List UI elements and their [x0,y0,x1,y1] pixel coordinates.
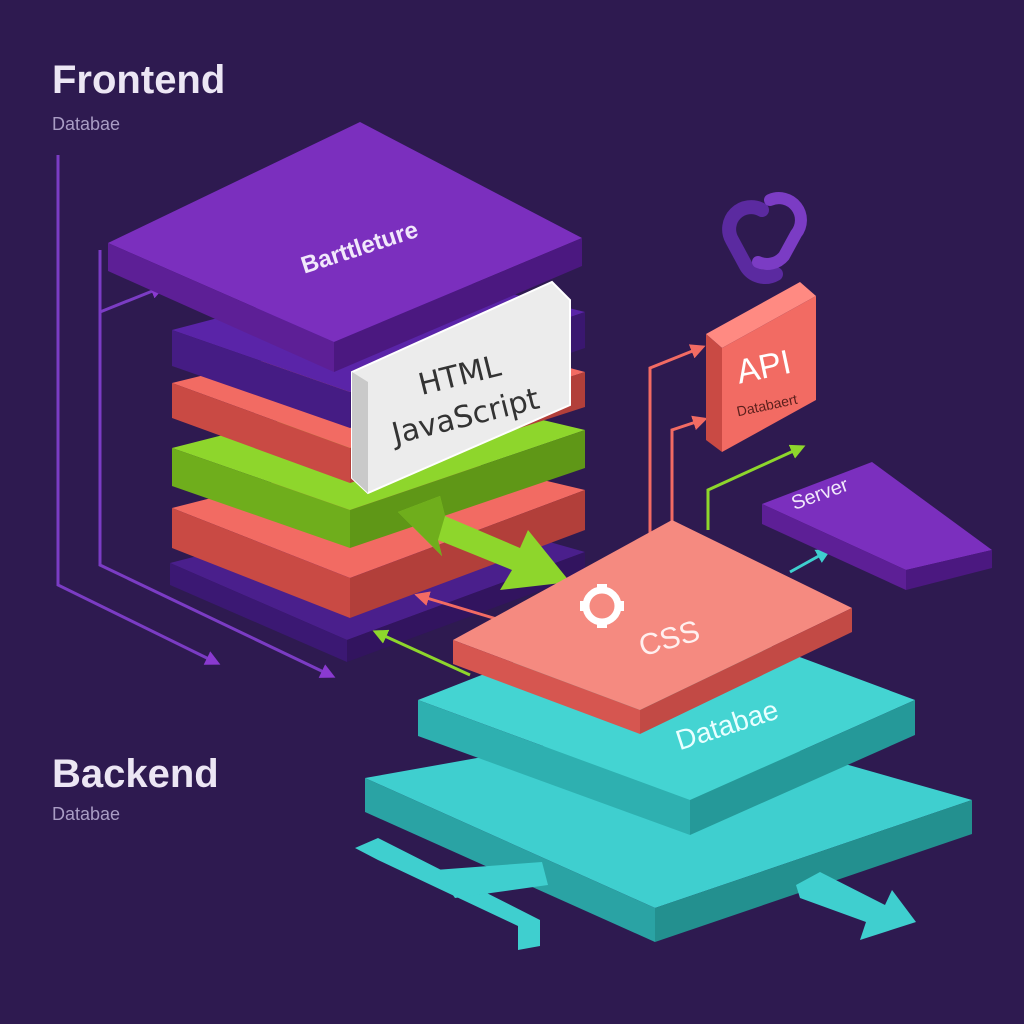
teal-arrow-to-server [789,549,832,574]
connector-line-upper [98,284,166,320]
backend-title: Backend [52,752,219,796]
gear-icon [580,584,624,628]
connector-line-outer [56,155,221,665]
stack-css-connectors [372,591,501,677]
css-layer[interactable]: CSS [453,520,852,734]
green-arrow-to-stack [372,629,471,677]
frontend-connector-lines [56,155,336,678]
frontend-title: Frontend [52,58,226,102]
backend-subtitle: Databae [52,804,121,824]
api-block[interactable]: API Databaert [706,282,816,452]
green-flow-arrow [398,496,570,590]
red-arrow-to-api-upper [648,344,706,540]
link-logo-icon [722,192,807,284]
red-arrow-to-stack [414,591,501,622]
connector-line-inner [98,250,336,678]
server-block[interactable]: Server [762,462,992,590]
stack-layer-purple-top[interactable]: Barttleture [108,122,582,372]
bottom-teal-arrows [355,838,916,950]
green-arrow-to-server [706,444,806,530]
right-connectors [648,344,832,574]
frontend-subtitle: Databae [52,114,121,134]
red-arrow-to-api-lower [670,415,708,530]
